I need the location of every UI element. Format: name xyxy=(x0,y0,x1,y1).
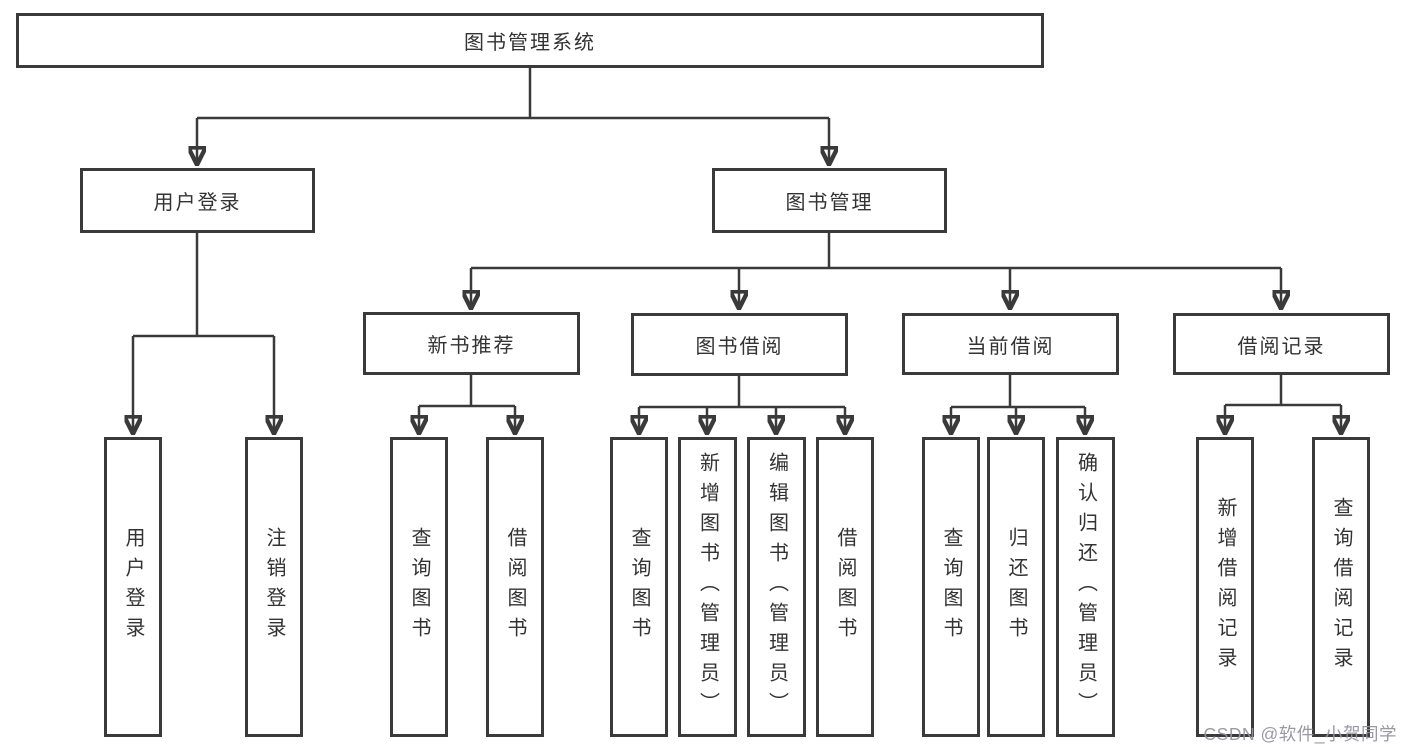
leaf-rec-borrow-books-label: 借阅图书 xyxy=(504,527,526,647)
leaf-rec-query-books-label: 查询图书 xyxy=(408,527,430,647)
leaf-user-login: 用户登录 xyxy=(104,437,162,737)
node-book-mgmt-branch-label: 图书管理 xyxy=(785,192,874,214)
node-current-borrow: 当前借阅 xyxy=(902,313,1119,375)
leaf-cb-confirm-return-label: 确认归还（管理员） xyxy=(1074,452,1097,722)
leaf-cb-confirm-return: 确认归还（管理员） xyxy=(1056,437,1115,737)
node-book-borrow-label: 图书借阅 xyxy=(695,336,784,358)
leaf-rec-query-books: 查询图书 xyxy=(390,437,448,737)
node-library-system-label: 图书管理系统 xyxy=(464,32,596,54)
leaf-logout-label: 注销登录 xyxy=(263,527,285,647)
leaf-br-query-record-label: 查询借阅记录 xyxy=(1330,497,1352,677)
leaf-cb-return-books: 归还图书 xyxy=(987,437,1045,737)
node-user-login-branch-label: 用户登录 xyxy=(153,192,242,214)
leaf-logout: 注销登录 xyxy=(245,437,303,737)
node-library-system: 图书管理系统 xyxy=(16,13,1044,68)
leaf-user-login-label: 用户登录 xyxy=(122,527,144,647)
leaf-cb-query-books-label: 查询图书 xyxy=(940,527,962,647)
leaf-br-query-record: 查询借阅记录 xyxy=(1312,437,1370,737)
node-user-login-branch: 用户登录 xyxy=(80,168,315,233)
leaf-bb-add-books-label: 新增图书（管理员） xyxy=(696,452,719,722)
node-borrow-records-label: 借阅记录 xyxy=(1237,335,1326,358)
leaf-cb-query-books: 查询图书 xyxy=(922,437,980,737)
leaf-cb-return-books-label: 归还图书 xyxy=(1005,527,1027,647)
leaf-bb-query-books: 查询图书 xyxy=(610,437,668,737)
leaf-bb-query-books-label: 查询图书 xyxy=(628,527,650,647)
leaf-bb-edit-books-label: 编辑图书（管理员） xyxy=(765,452,788,722)
node-current-borrow-label: 当前借阅 xyxy=(966,335,1055,358)
leaf-bb-edit-books: 编辑图书（管理员） xyxy=(747,437,806,737)
node-book-mgmt-branch: 图书管理 xyxy=(712,168,947,233)
leaf-bb-borrow-books-label: 借阅图书 xyxy=(834,527,856,647)
node-new-book-recommend: 新书推荐 xyxy=(363,312,580,375)
node-borrow-records: 借阅记录 xyxy=(1173,313,1390,375)
leaf-br-add-record-label: 新增借阅记录 xyxy=(1214,497,1236,677)
leaf-bb-add-books: 新增图书（管理员） xyxy=(678,437,737,737)
node-new-book-recommend-label: 新书推荐 xyxy=(427,335,516,357)
leaf-br-add-record: 新增借阅记录 xyxy=(1196,437,1254,737)
leaf-bb-borrow-books: 借阅图书 xyxy=(816,437,874,737)
leaf-rec-borrow-books: 借阅图书 xyxy=(486,437,544,737)
node-book-borrow: 图书借阅 xyxy=(631,313,848,376)
